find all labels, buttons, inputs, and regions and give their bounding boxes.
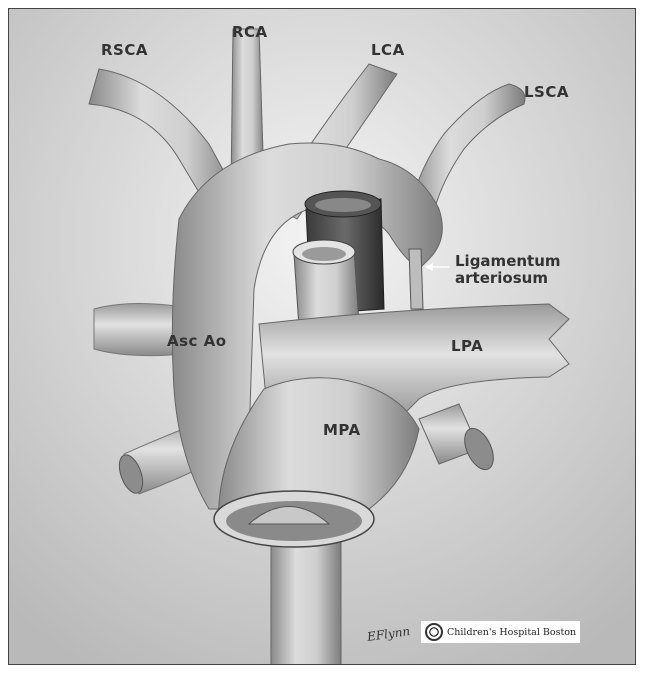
label-ligamentum-line1: Ligamentum bbox=[455, 253, 561, 270]
label-ligamentum-arteriosum: Ligamentum arteriosum bbox=[455, 253, 561, 287]
institution-name: Children's Hospital Boston bbox=[447, 627, 576, 638]
label-ligamentum-line2: arteriosum bbox=[455, 270, 561, 287]
label-lsca: LSCA bbox=[524, 83, 569, 101]
institution-seal-icon bbox=[425, 623, 443, 641]
institution-credit: Children's Hospital Boston bbox=[421, 621, 580, 643]
vascular-illustration bbox=[9, 9, 636, 665]
label-mpa: MPA bbox=[323, 421, 361, 439]
ligamentum-arteriosum bbox=[409, 249, 423, 309]
label-rca: RCA bbox=[232, 23, 268, 41]
label-asc-ao: Asc Ao bbox=[167, 332, 227, 350]
label-rsca: RSCA bbox=[101, 41, 148, 59]
illustration-frame: RSCA RCA LCA LSCA Ligamentum arteriosum … bbox=[8, 8, 636, 665]
descending-aorta-lumen-inner bbox=[315, 198, 371, 212]
cut-vessel-lumen-inner bbox=[302, 247, 346, 261]
label-lca: LCA bbox=[371, 41, 405, 59]
label-lpa: LPA bbox=[451, 337, 483, 355]
